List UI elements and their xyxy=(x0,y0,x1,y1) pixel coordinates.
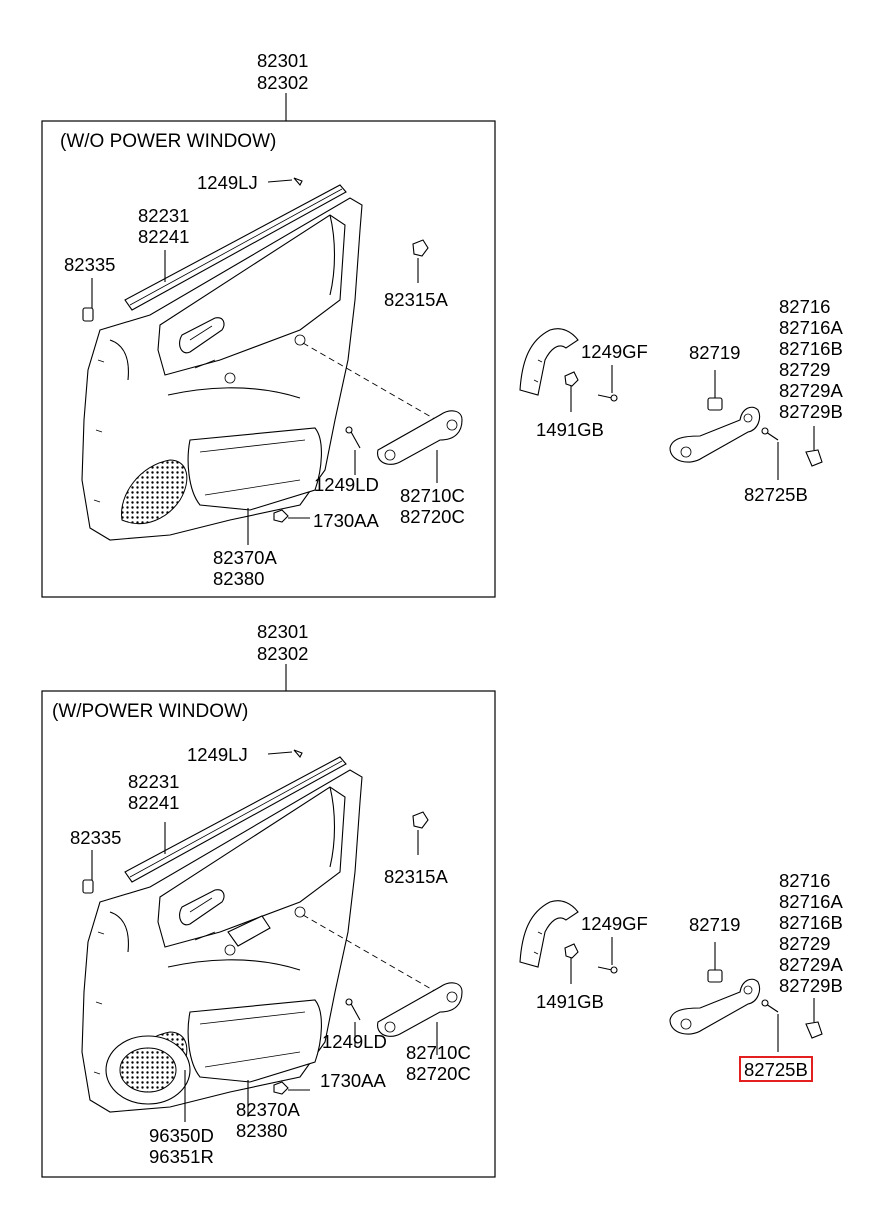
lower-label-82241: 82241 xyxy=(128,792,180,813)
lower-label-1249gf: 1249GF xyxy=(581,913,648,934)
upper-label-1730aa: 1730AA xyxy=(313,510,379,531)
lower-handle-part-1: 82716 xyxy=(779,870,831,891)
lower-label-82370a: 82370A xyxy=(236,1099,300,1120)
lower-handle-part-2: 82716A xyxy=(779,891,843,912)
upper-handle-part-3: 82716B xyxy=(779,338,843,359)
upper-handle-part-1: 82716 xyxy=(779,296,831,317)
upper-handle-part-2: 82716A xyxy=(779,317,843,338)
upper-handle-part-6: 82729B xyxy=(779,401,843,422)
lower-label-96350d: 96350D xyxy=(149,1125,214,1146)
lower-label-96351r: 96351R xyxy=(149,1146,214,1167)
upper-frame xyxy=(41,120,496,598)
upper-label-82315a: 82315A xyxy=(384,289,448,310)
upper-label-82710c: 82710C xyxy=(400,485,465,506)
upper-label-82335: 82335 xyxy=(64,254,116,275)
lower-label-82710c: 82710C xyxy=(406,1042,471,1063)
lower-label-82380: 82380 xyxy=(236,1120,288,1141)
lower-label-82231: 82231 xyxy=(128,771,180,792)
lower-assist-handle-drawing xyxy=(519,900,823,1053)
power-window-switch xyxy=(227,915,271,947)
lower-handle-part-5: 82729A xyxy=(779,954,843,975)
upper-label-82241: 82241 xyxy=(138,226,190,247)
lower-frame-title: (W/POWER WINDOW) xyxy=(52,701,249,722)
lower-label-1249ld: 1249LD xyxy=(322,1031,387,1052)
lower-handle-part-6: 82729B xyxy=(779,975,843,996)
upper-label-82231: 82231 xyxy=(138,205,190,226)
lower-label-1730aa: 1730AA xyxy=(320,1070,386,1091)
lower-frame xyxy=(41,690,496,1178)
lower-parent-part-2: 82302 xyxy=(257,643,309,664)
lower-parent-part-1: 82301 xyxy=(257,621,309,642)
lower-label-82720c: 82720C xyxy=(406,1063,471,1084)
upper-label-82725b: 82725B xyxy=(744,484,808,505)
lower-label-82335: 82335 xyxy=(70,827,122,848)
upper-label-1249ld: 1249LD xyxy=(314,474,379,495)
upper-label-82719: 82719 xyxy=(689,342,741,363)
upper-label-82720c: 82720C xyxy=(400,506,465,527)
upper-assist-handle-drawing xyxy=(519,328,823,481)
upper-label-1491gb: 1491GB xyxy=(536,419,604,440)
lower-label-1249lj: 1249LJ xyxy=(187,744,248,765)
lower-label-82725b-highlighted[interactable]: 82725B xyxy=(739,1056,813,1082)
lower-label-82315a: 82315A xyxy=(384,866,448,887)
upper-frame-title: (W/O POWER WINDOW) xyxy=(60,131,277,152)
speaker-grille xyxy=(119,1047,177,1093)
upper-label-82370a: 82370A xyxy=(213,547,277,568)
upper-label-1249lj: 1249LJ xyxy=(197,172,258,193)
upper-parent-part-2: 82302 xyxy=(257,72,309,93)
lower-label-1491gb: 1491GB xyxy=(536,991,604,1012)
upper-label-1249gf: 1249GF xyxy=(581,341,648,362)
upper-handle-part-4: 82729 xyxy=(779,359,831,380)
upper-handle-part-5: 82729A xyxy=(779,380,843,401)
upper-label-82380: 82380 xyxy=(213,568,265,589)
lower-label-82719: 82719 xyxy=(689,914,741,935)
lower-handle-part-4: 82729 xyxy=(779,933,831,954)
upper-parent-part-1: 82301 xyxy=(257,50,309,71)
lower-handle-part-3: 82716B xyxy=(779,912,843,933)
